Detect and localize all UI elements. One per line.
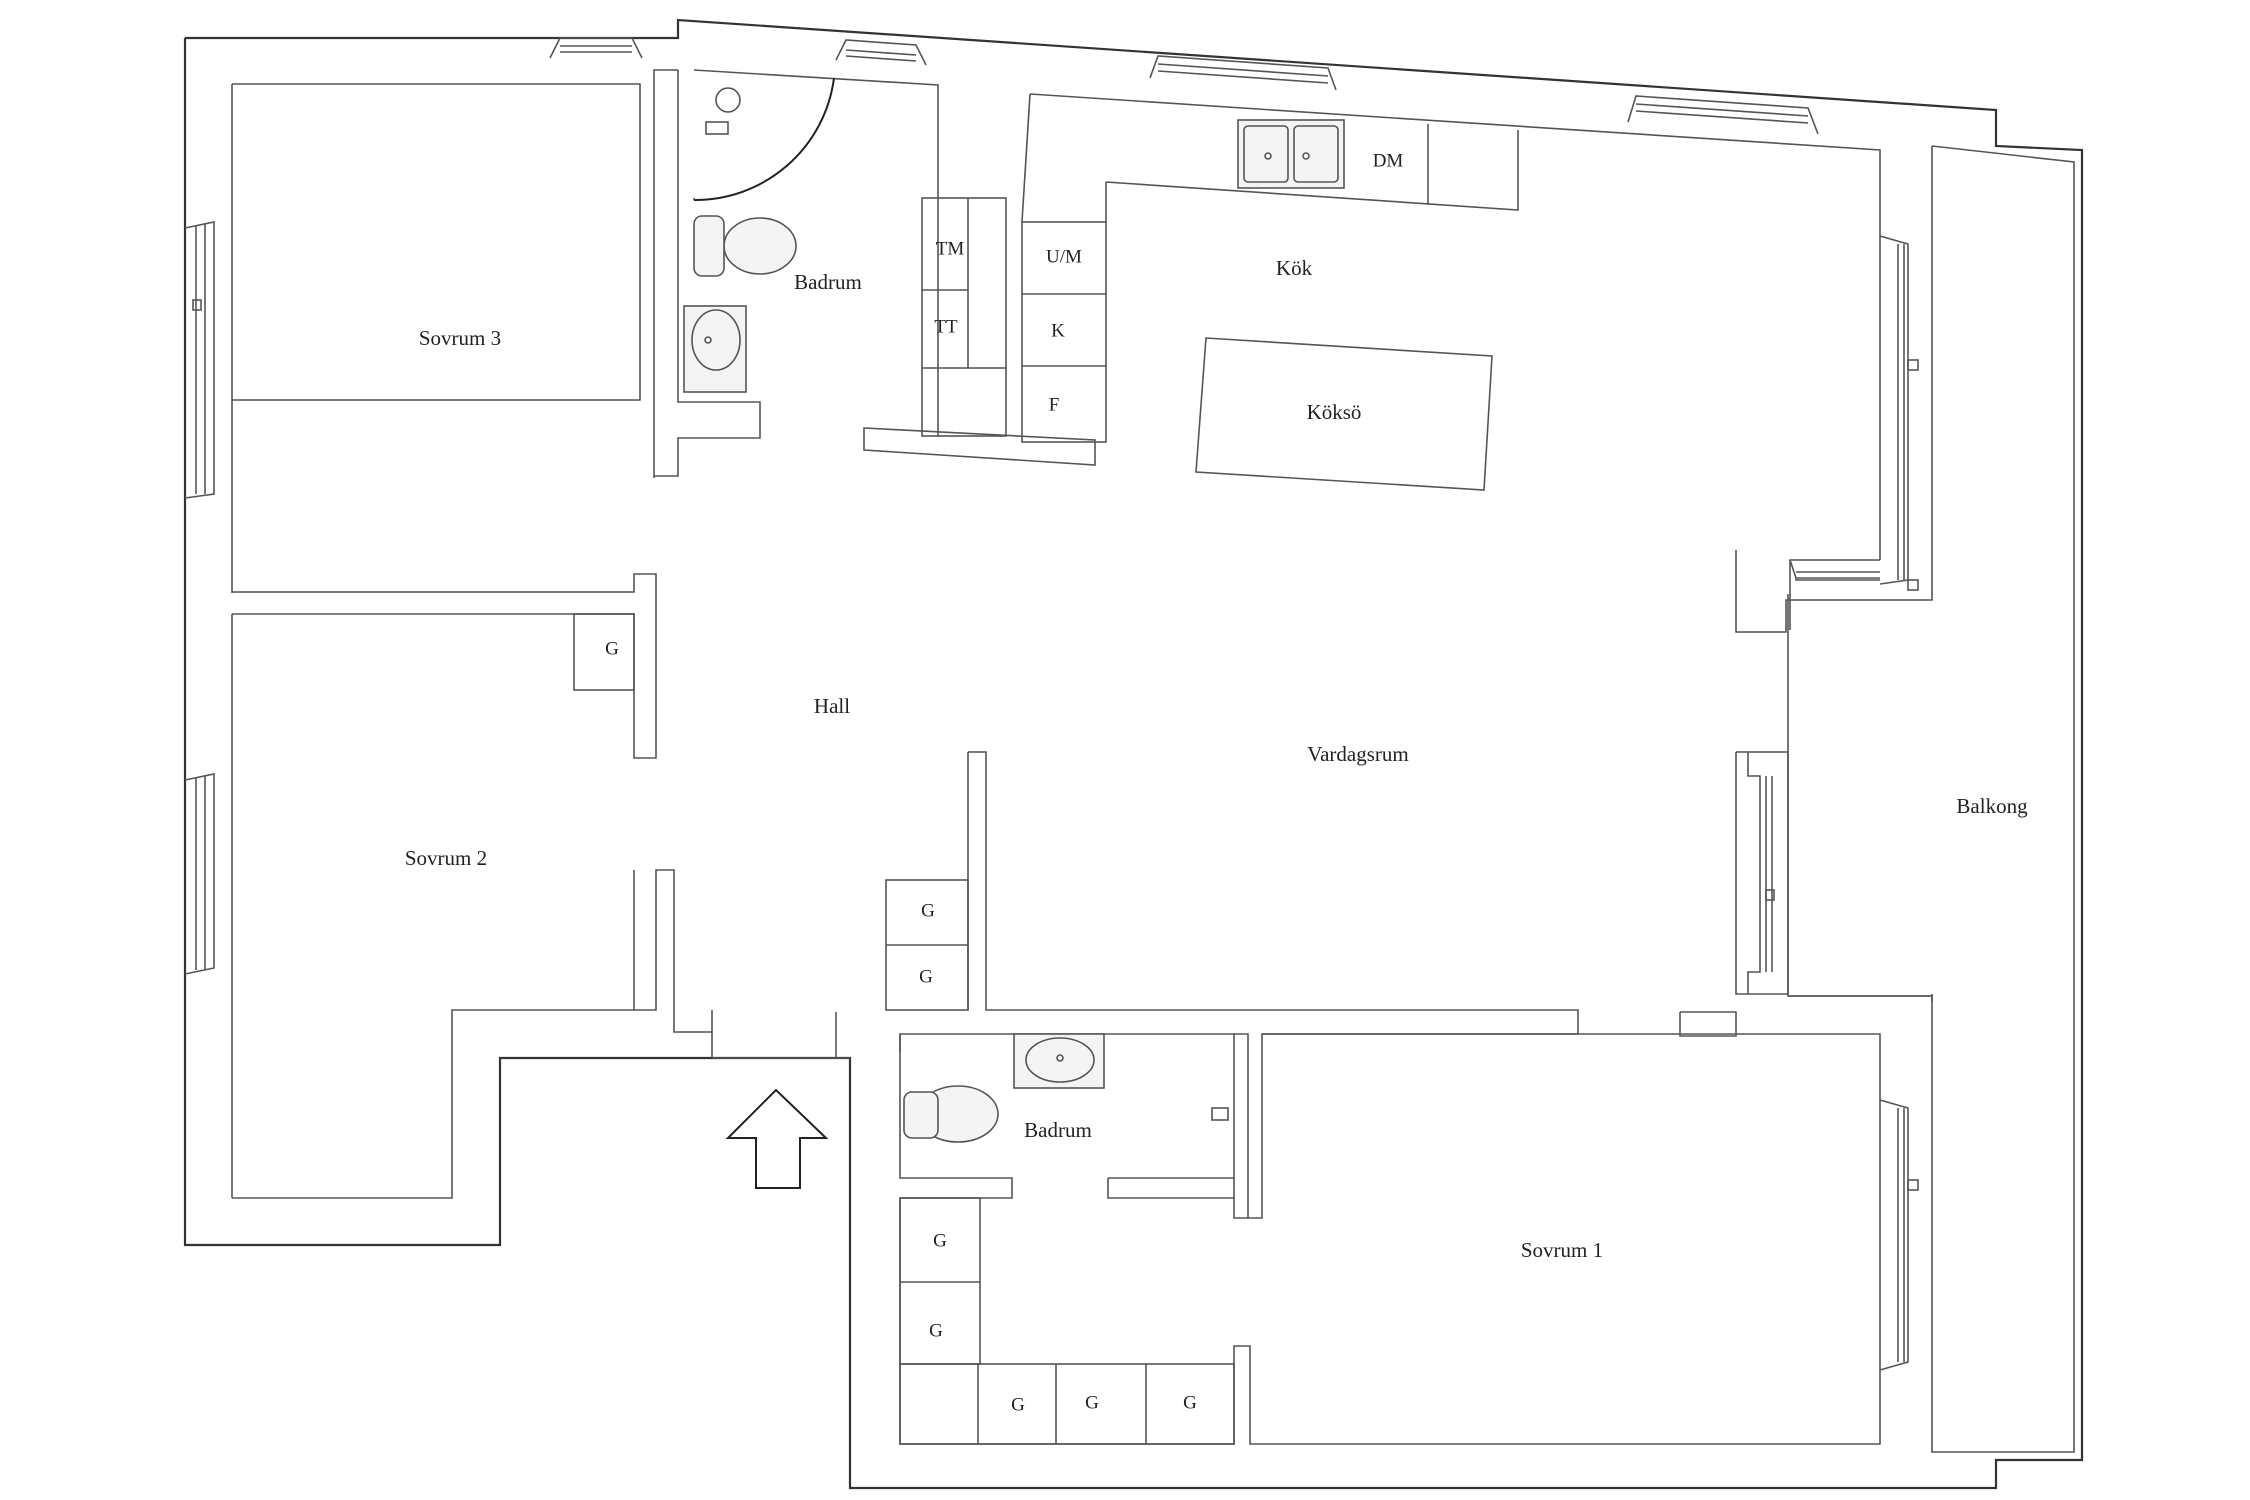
windows [184, 37, 1919, 1371]
label-k: K [1051, 320, 1065, 341]
toilet-icon [723, 217, 797, 275]
kitchen-sink-icon [1237, 119, 1345, 189]
label-sovrum-2: Sovrum 2 [405, 846, 487, 870]
label-badrum-bottom: Badrum [1024, 1118, 1092, 1142]
label-dm: DM [1373, 150, 1404, 171]
bath-bottom-fixtures [903, 1033, 1229, 1143]
label-g-3: G [919, 966, 933, 987]
shower-drain-icon [715, 87, 741, 113]
label-g-4: G [933, 1230, 947, 1251]
fixture-labels: DM U/M K F TM TT G G G G G G G G [605, 150, 1403, 1415]
sink-icon [683, 305, 747, 393]
label-g-5: G [929, 1320, 943, 1341]
label-badrum-top: Badrum [794, 270, 862, 294]
label-tm: TM [936, 238, 965, 259]
entrance-arrow-icon [725, 1088, 829, 1189]
label-balkong: Balkong [1956, 794, 2028, 818]
label-vardagsrum: Vardagsrum [1307, 742, 1408, 766]
room-labels: Sovrum 3 Sovrum 2 Sovrum 1 Badrum Badrum… [405, 256, 2028, 1262]
label-sovrum-3: Sovrum 3 [419, 326, 501, 350]
bath-top-fixtures [683, 77, 835, 393]
inner-walls [231, 69, 2075, 1453]
label-um: U/M [1046, 246, 1082, 267]
label-f: F [1049, 394, 1060, 415]
tap-icon [1211, 1107, 1229, 1121]
label-tt: TT [934, 316, 958, 337]
label-g-7: G [1085, 1392, 1099, 1413]
label-g-2: G [921, 900, 935, 921]
label-kok: Kök [1276, 256, 1313, 280]
outer-walls [183, 18, 2084, 1490]
label-sovrum-1: Sovrum 1 [1521, 1238, 1603, 1262]
label-g-6: G [1011, 1394, 1025, 1415]
shower-tap-icon [705, 121, 729, 135]
label-g-8: G [1183, 1392, 1197, 1413]
label-hall: Hall [814, 694, 850, 718]
label-g-1: G [605, 638, 619, 659]
label-koksoe: Köksö [1307, 400, 1362, 424]
